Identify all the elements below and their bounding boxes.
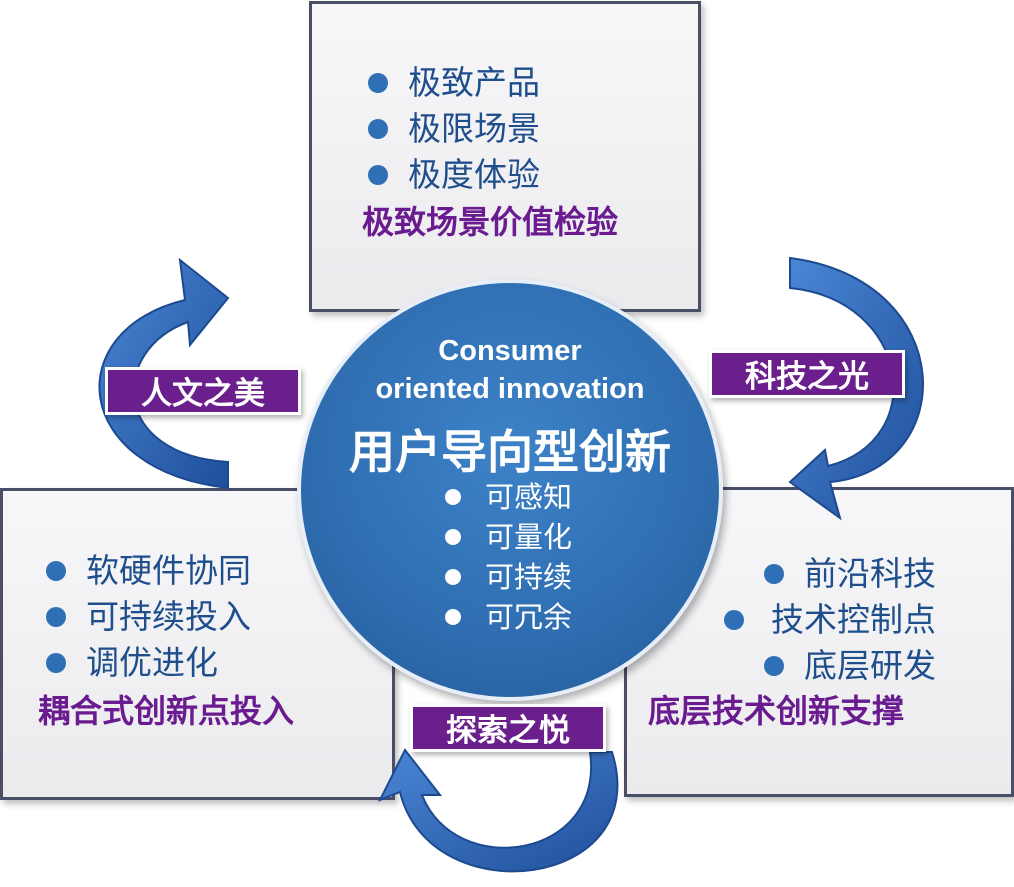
list-item-label: 可感知 — [485, 480, 573, 514]
list-item: 可量化 — [441, 517, 572, 557]
bullet-icon — [764, 656, 784, 676]
list-item-label: 可持续 — [485, 560, 573, 594]
list-item-label: 可冗余 — [485, 600, 573, 634]
bottom-curved-arrow — [377, 748, 619, 873]
bullet-icon — [368, 165, 388, 185]
left-curved-arrow — [98, 257, 230, 490]
center-english-line2: oriented innovation — [375, 373, 645, 405]
tag-left: 人文之美 — [105, 367, 301, 415]
tag-right: 科技之光 — [709, 350, 905, 398]
left-box-list: 软硬件协同 可持续投入 调优进化 — [40, 548, 251, 686]
list-item: 可感知 — [441, 477, 572, 517]
center-circle: Consumer oriented innovation 用户导向型创新 可感知… — [297, 279, 723, 701]
list-item: 底层研发 — [758, 643, 936, 689]
list-item: 软硬件协同 — [40, 548, 251, 594]
list-item-label: 技术控制点 — [771, 600, 936, 639]
right-box-list: 前沿科技 技术控制点 底层研发 — [718, 551, 936, 689]
bullet-icon — [368, 119, 388, 139]
top-box-list: 极致产品 极限场景 极度体验 — [362, 60, 540, 198]
list-item: 可持续 — [441, 557, 572, 597]
list-item-label: 前沿科技 — [804, 554, 936, 593]
tag-bottom: 探索之悦 — [410, 704, 606, 752]
bullet-icon — [445, 529, 461, 545]
bullet-icon — [764, 564, 784, 584]
list-item-label: 底层研发 — [804, 646, 936, 685]
center-list: 可感知 可量化 可持续 可冗余 — [441, 477, 572, 637]
list-item-label: 极限场景 — [408, 109, 540, 148]
right-curved-arrow — [788, 256, 924, 521]
list-item-label: 可量化 — [485, 520, 573, 554]
list-item-label: 调优进化 — [86, 643, 218, 682]
list-item: 极致产品 — [362, 60, 540, 106]
list-item: 可冗余 — [441, 597, 572, 637]
bullet-icon — [445, 609, 461, 625]
bullet-icon — [724, 610, 744, 630]
list-item: 前沿科技 — [758, 551, 936, 597]
list-item-label: 可持续投入 — [86, 597, 251, 636]
top-box — [309, 1, 701, 312]
list-item: 极限场景 — [362, 106, 540, 152]
list-item: 调优进化 — [40, 640, 251, 686]
list-item-label: 软硬件协同 — [86, 551, 251, 590]
bullet-icon — [46, 607, 66, 627]
left-box-summary: 耦合式创新点投入 — [38, 692, 295, 730]
top-box-summary: 极致场景价值检验 — [362, 203, 619, 241]
bullet-icon — [445, 569, 461, 585]
right-box-summary: 底层技术创新支撑 — [648, 692, 905, 730]
list-item: 极度体验 — [362, 152, 540, 198]
bullet-icon — [445, 489, 461, 505]
list-item-label: 极度体验 — [408, 155, 540, 194]
list-item: 技术控制点 — [718, 597, 936, 643]
bullet-icon — [368, 73, 388, 93]
bullet-icon — [46, 653, 66, 673]
bullet-icon — [46, 561, 66, 581]
center-title: 用户导向型创新 — [349, 425, 671, 479]
center-english-line1: Consumer — [438, 335, 582, 367]
list-item: 可持续投入 — [40, 594, 251, 640]
list-item-label: 极致产品 — [408, 63, 540, 102]
